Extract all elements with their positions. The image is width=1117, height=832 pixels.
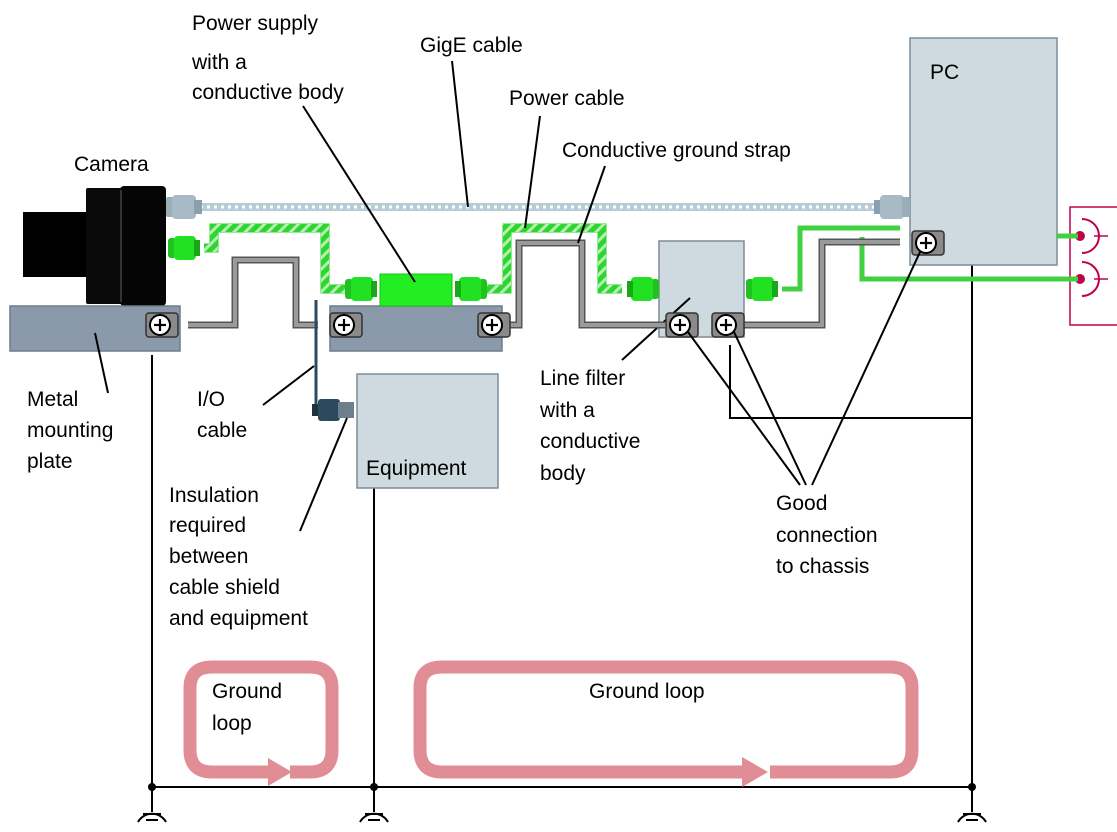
power-outlet-icon	[1069, 206, 1117, 326]
screw-icon	[910, 229, 946, 257]
io-connector-icon	[312, 399, 354, 421]
ground-loop-left	[183, 660, 339, 786]
leader-line	[94, 332, 109, 394]
power-connector-icon	[168, 236, 200, 260]
power-supply-icon	[345, 273, 487, 307]
pc-label: PC	[930, 61, 959, 84]
line-filter-label: Line filter with a conductive body	[539, 367, 646, 485]
pc-box	[909, 37, 1058, 266]
screw-icon	[476, 311, 512, 339]
filter-ground-wire	[729, 345, 972, 419]
ground-strap-label: Conductive ground strap	[562, 139, 791, 162]
screw-icon	[144, 311, 180, 339]
metal-plate-label: Metal mounting plate	[27, 388, 119, 473]
camera-label: Camera	[74, 153, 149, 176]
leader-line	[451, 60, 469, 208]
equipment-label: Equipment	[366, 457, 467, 480]
power-connector-icon	[746, 277, 778, 301]
leader-line	[299, 417, 348, 532]
ground-symbol-icon	[957, 812, 987, 823]
ground-loop-right-label: Ground loop	[589, 680, 705, 703]
gige-connector-icon	[874, 195, 910, 219]
power-cable-label: Power cable	[509, 87, 625, 110]
screw-icon	[328, 311, 364, 339]
leader-line	[577, 165, 606, 244]
camera-icon	[23, 186, 166, 306]
power-cable	[782, 225, 900, 292]
leader-line	[621, 297, 691, 361]
leader-line	[302, 105, 416, 283]
screw-icon	[664, 311, 700, 339]
power-supply-label: Power supply with a conductive body	[191, 12, 344, 104]
ground-symbol-icon	[359, 812, 389, 823]
leader-line	[524, 115, 541, 229]
power-connector-icon	[627, 277, 659, 301]
leader-line	[687, 331, 801, 486]
io-cable-label: I/O cable	[197, 388, 247, 442]
good-connection-label: Good connection to chassis	[776, 492, 883, 578]
ground-loop-right	[413, 660, 919, 787]
ground-strap	[188, 238, 900, 329]
leader-line	[811, 251, 921, 486]
pc-mains-cable	[859, 237, 1078, 282]
gige-cable-label: GigE cable	[420, 34, 523, 57]
insulation-label: Insulation required between cable shield…	[169, 484, 308, 630]
leader-line	[733, 331, 807, 486]
leader-line	[262, 365, 315, 406]
power-cable	[204, 224, 345, 293]
ground-symbol-icon	[137, 812, 167, 823]
equipment-box	[356, 373, 499, 489]
screw-icon	[710, 311, 746, 339]
power-cable	[487, 224, 622, 293]
gige-connector-icon	[166, 195, 202, 219]
ground-bus	[148, 265, 976, 812]
ground-loop-left-label: Ground loop	[212, 680, 288, 735]
